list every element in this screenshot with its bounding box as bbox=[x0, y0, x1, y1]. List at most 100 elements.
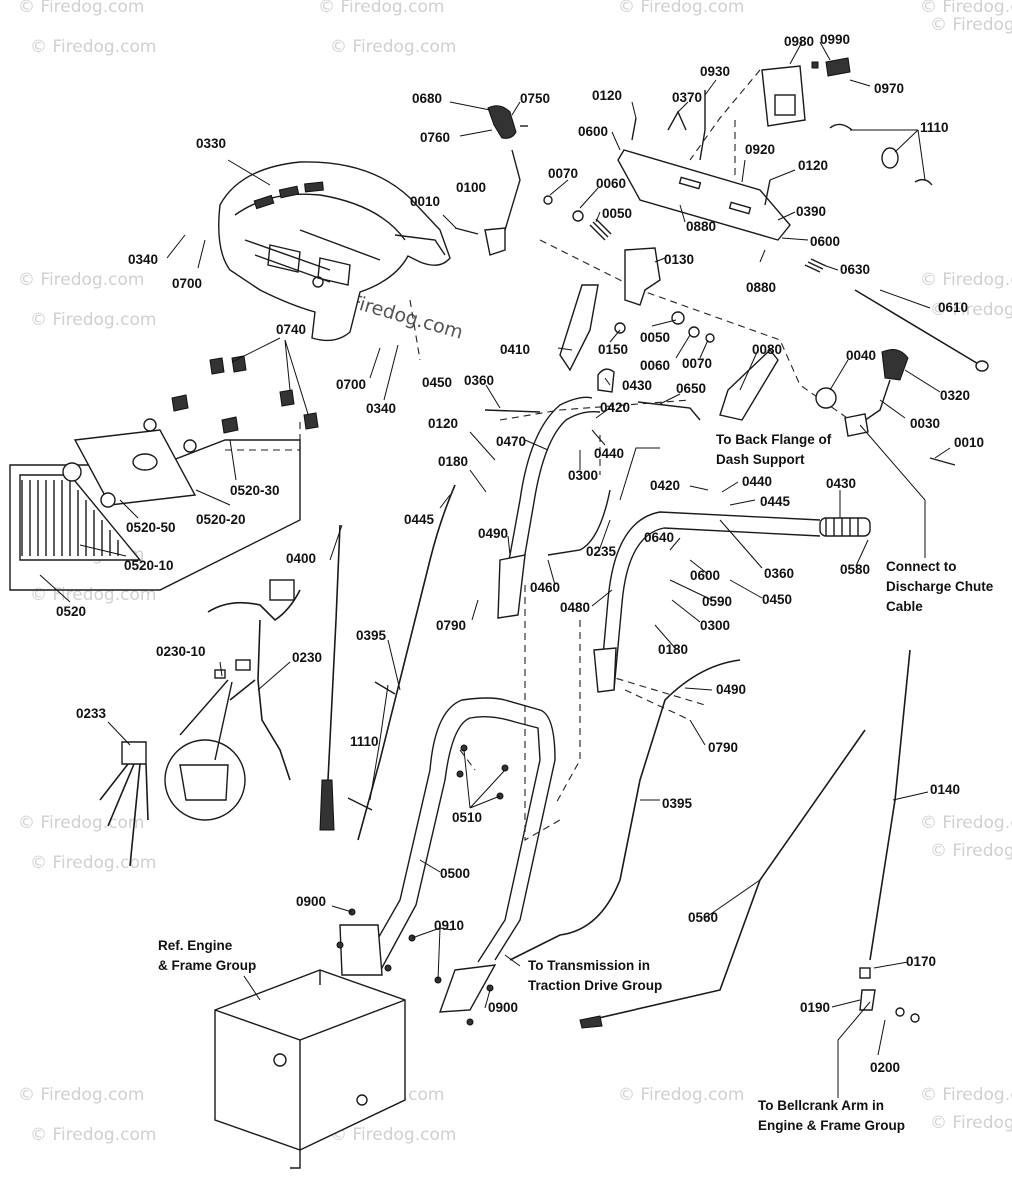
callout-0980: 0980 bbox=[784, 34, 814, 49]
cables bbox=[319, 484, 911, 1021]
callout-0790: 0790 bbox=[436, 618, 466, 633]
callout-0440: 0440 bbox=[594, 446, 624, 461]
callout-0640: 0640 bbox=[644, 530, 674, 545]
callout-0060: 0060 bbox=[596, 176, 626, 191]
note-transmission-line1: To Transmission in bbox=[528, 958, 650, 973]
callout-0480: 0480 bbox=[560, 600, 590, 615]
watermark: © Firedog.com bbox=[920, 813, 1012, 833]
callout-0150: 0150 bbox=[598, 342, 628, 357]
callout-0190: 0190 bbox=[800, 1000, 830, 1015]
note-back-flange-line1: To Back Flange of bbox=[716, 432, 832, 447]
callout-0445: 0445 bbox=[404, 512, 435, 527]
callout-0910: 0910 bbox=[434, 918, 464, 933]
callout-0140: 0140 bbox=[930, 782, 960, 797]
callout-0600: 0600 bbox=[578, 124, 608, 139]
watermark: © Firedog.com bbox=[30, 853, 156, 873]
callout-0060: 0060 bbox=[640, 358, 670, 373]
watermark: © Firedog.com bbox=[930, 841, 1012, 861]
callout-0360: 0360 bbox=[764, 566, 794, 581]
callout-0500: 0500 bbox=[440, 866, 470, 881]
callout-0520-50: 0520-50 bbox=[126, 520, 176, 535]
callout-0590: 0590 bbox=[702, 594, 732, 609]
callout-0070: 0070 bbox=[682, 356, 712, 371]
leader-lines bbox=[39, 41, 951, 1098]
callout-0460: 0460 bbox=[530, 580, 560, 595]
callout-0180: 0180 bbox=[658, 642, 688, 657]
callout-0010: 0010 bbox=[410, 194, 440, 209]
callout-0880: 0880 bbox=[746, 280, 776, 295]
callout-0600: 0600 bbox=[690, 568, 720, 583]
callout-0930: 0930 bbox=[700, 64, 730, 79]
callout-0230-10: 0230-10 bbox=[156, 644, 206, 659]
callout-0340: 0340 bbox=[128, 252, 158, 267]
callout-0650: 0650 bbox=[676, 381, 706, 396]
watermark: © Firedog.com bbox=[18, 813, 144, 833]
note-transmission-line2: Traction Drive Group bbox=[528, 978, 662, 993]
callout-0230: 0230 bbox=[292, 650, 322, 665]
callout-labels: 0980 0990 0970 0930 0120 0370 0680 0750 … bbox=[56, 32, 984, 1075]
callout-0990: 0990 bbox=[820, 32, 850, 47]
callout-0900: 0900 bbox=[488, 1000, 518, 1015]
callout-0200: 0200 bbox=[870, 1060, 900, 1075]
callout-0880: 0880 bbox=[686, 219, 716, 234]
callout-0740: 0740 bbox=[276, 322, 306, 337]
callout-0390: 0390 bbox=[796, 204, 826, 219]
callout-0235: 0235 bbox=[586, 544, 617, 559]
callout-0520-10: 0520-10 bbox=[124, 558, 174, 573]
watermark: © Firedog.com bbox=[920, 270, 1012, 290]
callout-0130: 0130 bbox=[664, 252, 694, 267]
callout-0920: 0920 bbox=[745, 142, 775, 157]
callout-0120: 0120 bbox=[428, 416, 458, 431]
watermark: © Firedog.com bbox=[18, 1085, 144, 1105]
callout-0970: 0970 bbox=[874, 81, 904, 96]
callout-1110: 1110 bbox=[920, 120, 949, 135]
callout-0330: 0330 bbox=[196, 136, 226, 151]
watermark: © Firedog.com bbox=[618, 0, 744, 17]
callout-0440: 0440 bbox=[742, 474, 772, 489]
callout-0050: 0050 bbox=[602, 206, 632, 221]
note-discharge-line2: Discharge Chute bbox=[886, 579, 994, 594]
upper-parts bbox=[454, 57, 989, 537]
callout-0580: 0580 bbox=[840, 562, 870, 577]
callout-0300: 0300 bbox=[700, 618, 730, 633]
callout-0340: 0340 bbox=[366, 401, 396, 416]
watermark: © Firedog.com bbox=[30, 310, 156, 330]
callout-0700: 0700 bbox=[172, 276, 202, 291]
callout-0900: 0900 bbox=[296, 894, 326, 909]
callout-0430: 0430 bbox=[622, 378, 652, 393]
note-bellcrank-line1: To Bellcrank Arm in bbox=[758, 1098, 884, 1113]
handlebars bbox=[336, 396, 821, 1026]
callout-0100: 0100 bbox=[456, 180, 486, 195]
linkage bbox=[579, 967, 920, 1029]
watermark: © Firedog.com bbox=[618, 1085, 744, 1105]
callout-0030: 0030 bbox=[910, 416, 940, 431]
callout-0010: 0010 bbox=[954, 435, 984, 450]
notes: To Back Flange of Dash Support Connect t… bbox=[158, 432, 994, 1133]
dash-panel-0330 bbox=[218, 161, 451, 342]
watermark: © Firedog.com bbox=[330, 1125, 456, 1145]
callout-0370: 0370 bbox=[672, 90, 702, 105]
watermark: © Firedog.com bbox=[30, 1125, 156, 1145]
note-bellcrank-line2: Engine & Frame Group bbox=[758, 1118, 905, 1133]
callout-0520: 0520 bbox=[56, 604, 86, 619]
watermark: © Firedog.com bbox=[930, 300, 1012, 320]
callout-0120: 0120 bbox=[798, 158, 828, 173]
callout-0050: 0050 bbox=[640, 330, 670, 345]
callout-0760: 0760 bbox=[420, 130, 450, 145]
callout-0180: 0180 bbox=[438, 454, 468, 469]
watermark: © Firedog.com bbox=[930, 15, 1012, 35]
note-discharge-line3: Cable bbox=[886, 599, 923, 614]
callout-0040: 0040 bbox=[846, 348, 876, 363]
callout-0450: 0450 bbox=[762, 592, 792, 607]
callout-0360: 0360 bbox=[464, 373, 494, 388]
callout-0490: 0490 bbox=[478, 526, 508, 541]
callout-0790: 0790 bbox=[708, 740, 738, 755]
note-back-flange-line2: Dash Support bbox=[716, 452, 805, 467]
callout-0520-30: 0520-30 bbox=[230, 483, 280, 498]
watermark: © Firedog.com bbox=[18, 0, 144, 17]
callout-0400: 0400 bbox=[286, 551, 316, 566]
watermark: © Firedog.com bbox=[30, 37, 156, 57]
callout-0170: 0170 bbox=[906, 954, 936, 969]
callout-0420: 0420 bbox=[600, 400, 630, 415]
callout-0445: 0445 bbox=[760, 494, 791, 509]
